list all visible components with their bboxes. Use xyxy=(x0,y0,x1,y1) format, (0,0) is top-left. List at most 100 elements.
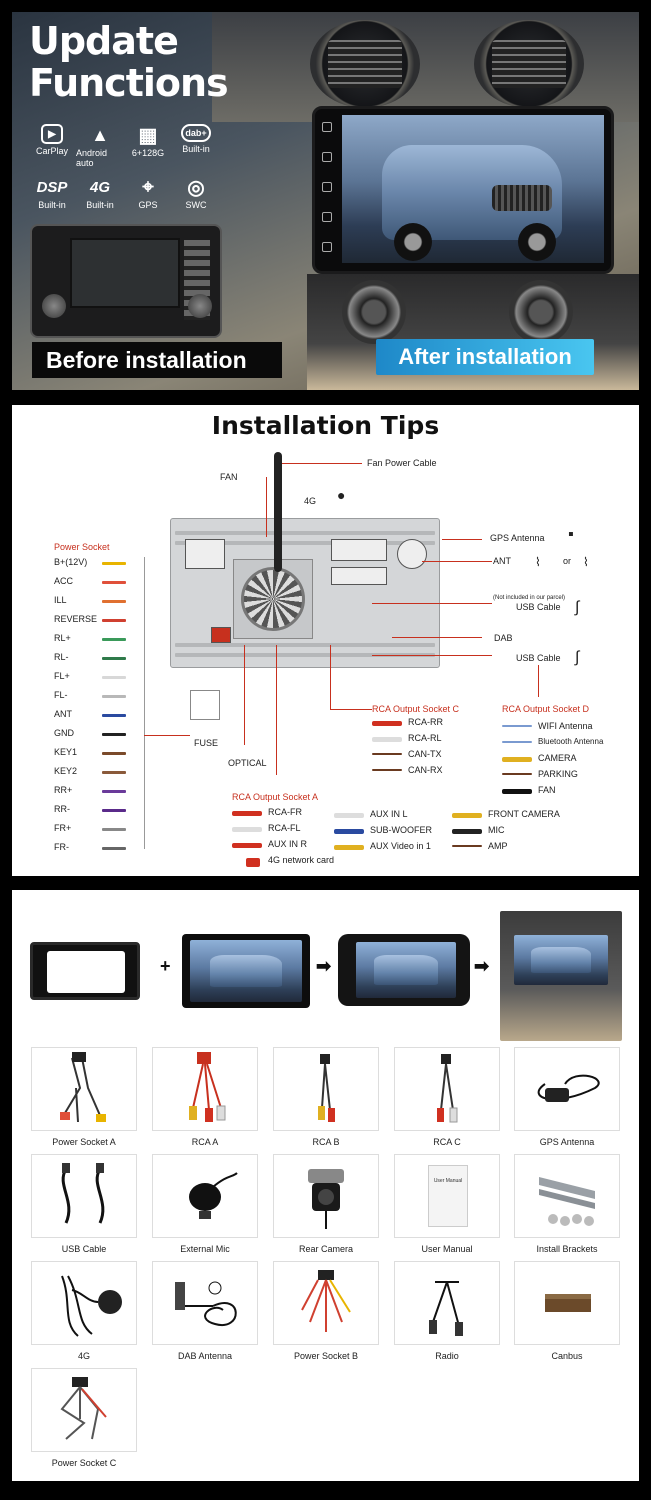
accessory-rca-c: RCA C xyxy=(394,1047,500,1155)
installation-tips-panel: Installation Tips Fan Power Cable FAN 4G… xyxy=(12,405,639,876)
accessory-name: Install Brackets xyxy=(536,1244,598,1254)
home-icon xyxy=(322,122,332,132)
rca-a-item: 4G network card xyxy=(232,855,334,871)
rca-plug-icon xyxy=(502,757,532,762)
power-pin: FL+ xyxy=(54,671,126,690)
rca-plug-icon xyxy=(452,813,482,818)
power-pin: FR+ xyxy=(54,823,126,842)
accessory-usb-cable: USB Cable xyxy=(31,1154,137,1262)
rca-a-item: AUX IN R xyxy=(232,839,334,855)
pin-label: FL- xyxy=(54,690,68,700)
air-vent-right xyxy=(474,20,584,108)
ant-label: ANT xyxy=(493,556,511,566)
rca-label: RCA-RL xyxy=(408,733,442,743)
gps-antenna-icon xyxy=(514,1047,620,1131)
air-vent-left xyxy=(310,20,420,108)
rca-label: PARKING xyxy=(538,769,578,779)
assembled-screen-image xyxy=(356,942,456,998)
rca-c-item: CAN-TX xyxy=(372,749,443,765)
accessory-name: User Manual xyxy=(421,1244,473,1254)
rca-d-item: CAMERA xyxy=(502,753,603,769)
headline-line-1: Update xyxy=(29,19,179,63)
leader-line xyxy=(144,735,190,736)
accessory-name: USB Cable xyxy=(61,1244,107,1254)
extra-item: MIC xyxy=(452,825,560,841)
power-pin: ILL xyxy=(54,595,126,614)
headline-line-2: Functions xyxy=(29,61,229,105)
dab-icon: dab+ xyxy=(181,124,211,142)
manual-icon: User Manual xyxy=(394,1154,500,1238)
feature-label: Android auto xyxy=(76,148,108,168)
rca-plug-icon xyxy=(232,843,262,848)
rca-label: SUB-WOOFER xyxy=(370,825,432,835)
antenna-port xyxy=(397,539,427,569)
installed-dashboard-image xyxy=(500,911,622,1041)
rca-label: FAN xyxy=(538,785,556,795)
settings-icon xyxy=(322,242,332,252)
feature-label: Built-in xyxy=(182,144,210,154)
accessory-user-manual: User Manual User Manual xyxy=(394,1154,500,1262)
apps-icon xyxy=(322,182,332,192)
accessory-name: RCA B xyxy=(312,1137,340,1147)
wire-swatch xyxy=(102,619,126,622)
usb-cable-icon xyxy=(31,1154,137,1238)
frame-opening xyxy=(47,951,125,993)
wiring-harness-icon xyxy=(31,1047,137,1131)
rca-d-title: RCA Output Socket D xyxy=(502,704,590,714)
power-pin: ACC xyxy=(54,576,126,595)
feature-label: CarPlay xyxy=(35,146,68,156)
leader-line xyxy=(330,709,372,710)
head-unit-rear xyxy=(170,518,440,668)
manual-cover: User Manual xyxy=(428,1165,468,1227)
feature-swc: ◎ SWC xyxy=(172,176,220,211)
leader-line xyxy=(442,539,482,540)
harness-bracket xyxy=(144,557,145,849)
leader-line xyxy=(266,477,267,537)
wire-swatch xyxy=(102,676,126,679)
canbus-box-icon xyxy=(514,1261,620,1345)
leader-line xyxy=(244,645,245,745)
rca-plug-icon xyxy=(232,827,262,832)
volume-icon xyxy=(322,212,332,222)
pin-label: FR- xyxy=(54,842,69,852)
rca-label: RCA-FR xyxy=(268,807,302,817)
installed-screen-image xyxy=(514,935,608,985)
accessory-power-socket-b: Power Socket B xyxy=(273,1261,379,1369)
wire-swatch xyxy=(102,790,126,793)
rca-d-item: FAN xyxy=(502,785,603,801)
feature-grid: ▶ CarPlay ▲ Android auto ▦ 6+128G dab+ B… xyxy=(28,124,228,210)
rca-a-item: RCA-FL xyxy=(232,823,334,839)
network-card-icon xyxy=(246,858,260,867)
fan-power-cable-label: Fan Power Cable xyxy=(367,458,437,468)
wire-icon xyxy=(372,753,402,755)
plus-icon: + xyxy=(160,956,171,976)
rca-label: AUX Video in 1 xyxy=(370,841,431,851)
rca-cable-icon xyxy=(394,1047,500,1131)
accessory-install-brackets: Install Brackets xyxy=(514,1154,620,1262)
wire-swatch xyxy=(102,847,126,850)
pin-label: REVERSE xyxy=(54,614,98,624)
leader-line xyxy=(422,561,492,562)
accessory-gps-antenna: GPS Antenna xyxy=(514,1047,620,1155)
accessory-name: Canbus xyxy=(551,1351,583,1361)
pin-label: ACC xyxy=(54,576,74,586)
leader-line xyxy=(372,603,492,604)
4g-port-label: 4G xyxy=(304,496,317,506)
accessory-name: Rear Camera xyxy=(298,1244,354,1254)
rca-c-title: RCA Output Socket C xyxy=(372,704,460,714)
usb-cable-icon: ∫ xyxy=(575,599,580,616)
wire-swatch xyxy=(102,562,126,565)
accessory-rca-a: RCA A xyxy=(152,1047,258,1155)
rca-label: WIFI Antenna xyxy=(538,721,593,731)
accessory-radio: Radio xyxy=(394,1261,500,1369)
rca-cable-icon xyxy=(273,1047,379,1131)
rca-plug-icon xyxy=(334,829,364,834)
old-radio-knob xyxy=(42,294,66,318)
power-pin: GND xyxy=(54,728,126,747)
wiring-harness-icon xyxy=(31,1368,137,1452)
package-contents-panel: + ➡ ➡ Power Socket A RCA A RCA B RCA C G… xyxy=(12,890,639,1481)
wheel-icon xyxy=(518,223,556,261)
rca-a-item: RCA-FR xyxy=(232,807,334,823)
fuse-holder-icon xyxy=(190,690,220,720)
accessory-name: GPS Antenna xyxy=(539,1137,595,1147)
